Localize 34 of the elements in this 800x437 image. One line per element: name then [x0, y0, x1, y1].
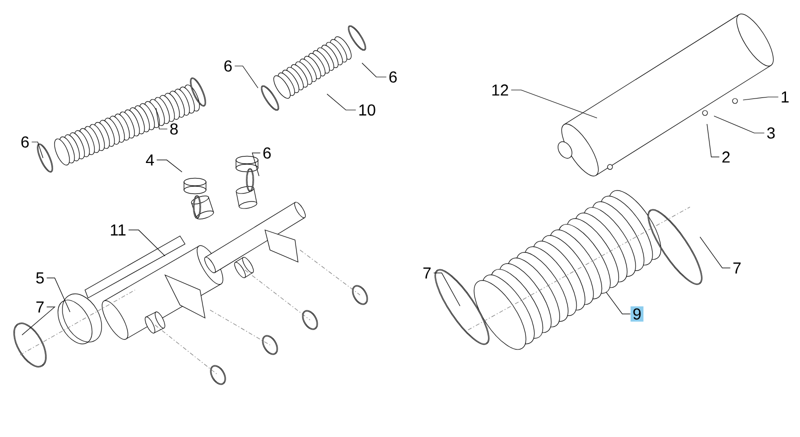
leader-line [156, 108, 168, 130]
callout-number: 7 [423, 268, 431, 278]
leader-line [606, 292, 631, 314]
callout-number: 6 [21, 136, 29, 148]
callout-number: 3 [767, 127, 775, 139]
callout-number: 6 [224, 60, 232, 72]
leader-line [433, 272, 460, 306]
leader-line [510, 90, 598, 118]
leader-line [362, 62, 387, 78]
leader-line [714, 116, 765, 134]
leader-line [706, 124, 720, 158]
callout-number: 4 [146, 154, 154, 166]
callout-number: 8 [170, 123, 178, 135]
callout-number: 6 [389, 71, 397, 83]
callout-number: 2 [722, 151, 730, 163]
leader-line [252, 152, 261, 176]
leader-line [156, 160, 182, 172]
leader-line [742, 96, 779, 100]
callout-number: 6 [263, 147, 271, 159]
leader-line [326, 94, 356, 110]
callout-number: 1 [782, 92, 789, 102]
leader-line [22, 306, 56, 336]
leader-line [700, 236, 731, 268]
callout-number: 7 [733, 262, 741, 274]
callout-number: 11 [110, 224, 126, 236]
leader-line [31, 142, 44, 158]
callout-number: 9 [630, 306, 644, 322]
callout-number: 5 [36, 272, 44, 284]
callout-number: 7 [36, 302, 44, 312]
callout-number: 12 [492, 84, 508, 96]
leader-line [234, 66, 258, 88]
callout-number: 10 [359, 104, 376, 116]
leader-line [128, 230, 166, 256]
leader-line [46, 278, 70, 312]
